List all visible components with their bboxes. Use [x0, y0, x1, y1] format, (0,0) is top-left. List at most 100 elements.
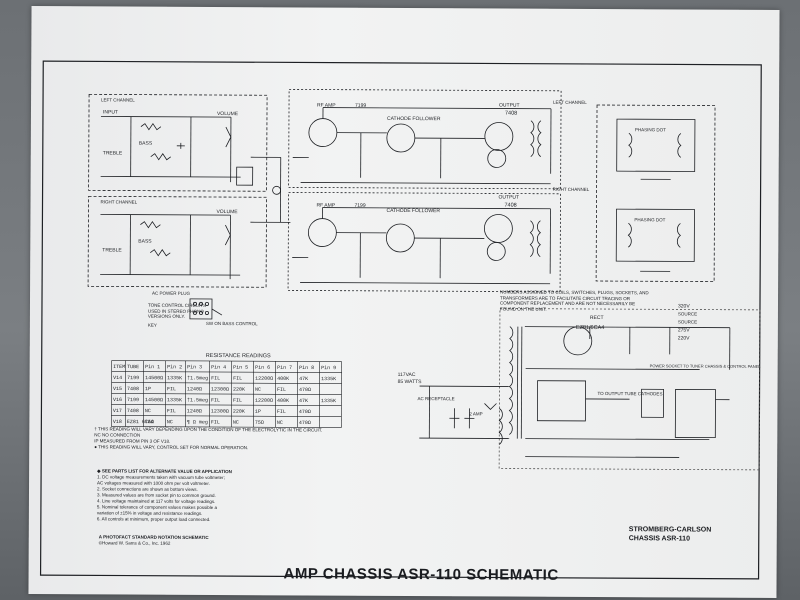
- table-cell: 1335K: [167, 397, 182, 403]
- table-cell: NC: [277, 420, 283, 426]
- table-rule: [111, 360, 342, 362]
- table-cell: 12300Ω: [211, 408, 229, 414]
- table-cell: FIL: [233, 376, 242, 382]
- table-cell: 470Ω: [299, 387, 311, 393]
- table-cell: 1335K: [167, 375, 182, 381]
- power-socket-label: POWER SOCKET TO TUNER CHASSIS & CONTROL …: [650, 363, 762, 369]
- tone-control-note: TONE CONTROL CIRCUITS USED IN STEREO PHO…: [147, 302, 207, 319]
- fuse-label: 2 AMP: [469, 411, 482, 416]
- table-cell: 1335K: [321, 376, 336, 382]
- input-label: INPUT: [103, 109, 118, 115]
- table-cell: FIL: [277, 409, 286, 415]
- treble-label-2: TREBLE: [102, 247, 122, 253]
- ac-power-plug-label: AC POWER PLUG: [152, 291, 191, 296]
- v220-label: 220V: [678, 335, 690, 341]
- table-cell: 1P: [145, 386, 151, 392]
- to-output-label: TO OUTPUT TUBE CATHODES: [598, 391, 663, 396]
- left-tone-control: [88, 93, 268, 192]
- table-cell: 14500Ω: [145, 397, 163, 403]
- table-header-cell: Pin 4: [211, 364, 226, 370]
- phasing-dot-label-2: PHASING DOT: [634, 217, 665, 222]
- table-header-cell: Pin 5: [233, 365, 248, 371]
- table-header-cell: Pin 1: [145, 364, 160, 370]
- volume-label-2: VOLUME: [216, 209, 238, 215]
- cathode-follower-label-2: CATHODE FOLLOWER: [386, 208, 440, 214]
- table-header-cell: Pin 8: [299, 365, 314, 371]
- table-cell: NC: [233, 420, 239, 426]
- left-in-label: LEFT CHANNEL: [101, 97, 135, 102]
- table-cell: FIL: [233, 398, 242, 404]
- ac-receptacle-label: AC RECEPTACLE: [417, 396, 454, 401]
- table-cell: 75Ω: [255, 420, 264, 426]
- table-cell: FIL: [277, 387, 286, 393]
- upper-amp-section: [288, 88, 562, 190]
- sw-on-bass-label: SW ON BASS CONTROL: [206, 321, 258, 326]
- table-cell: 12200Ω: [255, 376, 273, 382]
- table-cell: 12200Ω: [255, 398, 273, 404]
- table-rule: [111, 393, 342, 395]
- legend-line: ● THIS READING WILL VARY, CONTROL SET FO…: [94, 444, 249, 451]
- table-cell: 7199: [127, 397, 139, 403]
- table-header-cell: ITEM: [113, 364, 125, 370]
- table-header-cell: Pin 3: [187, 364, 202, 370]
- table-cell: V18: [113, 419, 122, 425]
- table-rule: [111, 415, 342, 417]
- treble-label-1: TREBLE: [103, 150, 123, 156]
- right-in-label: RIGHT CHANNEL: [101, 199, 138, 204]
- power-supply-section: [498, 308, 761, 471]
- table-cell: 470Ω: [299, 409, 311, 415]
- table-cell: FIL: [167, 408, 176, 414]
- phasing-dot-boxes: [595, 104, 716, 283]
- table-header-cell: TUBE: [127, 364, 139, 370]
- table-cell: 220K: [233, 387, 245, 393]
- mains-label: 117VAC: [398, 372, 416, 378]
- brand-line-1: STROMBERG-CARLSON: [628, 526, 712, 534]
- source-label-1: SOURCE: [678, 311, 697, 316]
- table-cell: ¶ Ω meg: [187, 419, 208, 425]
- table-rule: [111, 382, 342, 384]
- table-cell: †1.5meg: [187, 375, 208, 381]
- right-out-label: RIGHT CHANNEL: [553, 187, 590, 192]
- table-cell: FIL: [211, 419, 220, 425]
- tube-7199-label-1: 7199: [355, 103, 366, 109]
- table-cell: 7199: [127, 375, 139, 381]
- photofact-footer: A PHOTOFACT STANDARD NOTATION SCHEMATIC …: [99, 534, 209, 547]
- table-cell: NC: [167, 419, 173, 425]
- table-cell: 1P: [255, 409, 261, 415]
- volume-label-1: VOLUME: [217, 111, 239, 117]
- rect-tube-label: EZ81/6CA4: [576, 325, 604, 331]
- tube-7199-label-2: 7199: [354, 203, 365, 209]
- table-cell: 220K: [233, 409, 245, 415]
- page-title: AMP CHASSIS ASR-110 SCHEMATIC: [283, 565, 559, 584]
- table-cell: NC: [145, 408, 151, 414]
- table-cell: FIL: [211, 375, 220, 381]
- general-notes: ◆ SEE PARTS LIST FOR ALTERNATE VALUE OR …: [97, 468, 232, 523]
- output-label-1: OUTPUT: [499, 102, 520, 108]
- table-cell: V17: [113, 408, 122, 414]
- table-header-cell: Pin 9: [321, 365, 336, 371]
- mains-input: [419, 385, 510, 445]
- rect-label: RECT: [590, 315, 604, 321]
- table-cell: 1335K: [321, 398, 336, 404]
- ac-power-plug-symbol: [189, 298, 223, 320]
- v275-label: 275V: [678, 327, 690, 333]
- table-cell: 47K: [299, 376, 308, 382]
- table-cell: †1.5meg: [187, 397, 208, 403]
- table-header-cell: Pin 7: [277, 365, 292, 371]
- key-label: KEY: [148, 323, 157, 328]
- bass-label-1: BASS: [139, 141, 153, 147]
- resistance-table-heading: RESISTANCE READINGS: [206, 353, 271, 359]
- table-cell: 14500Ω: [145, 375, 163, 381]
- table-cell: 12300Ω: [211, 386, 229, 392]
- brand-block: STROMBERG-CARLSON CHASSIS ASR-110: [629, 525, 712, 543]
- table-cell: FIL: [167, 386, 176, 392]
- right-tone-control: [87, 195, 267, 288]
- tube-7408-label-1: 7408: [505, 111, 517, 117]
- table-cell: V16: [113, 397, 122, 403]
- note-line: 6. All controls at minimum, proper outpu…: [96, 516, 211, 522]
- table-cell: 7408: [127, 386, 139, 392]
- table-legend: † THIS READING WILL VARY DEPENDING UPON …: [94, 426, 322, 451]
- table-cell: FIL: [211, 397, 220, 403]
